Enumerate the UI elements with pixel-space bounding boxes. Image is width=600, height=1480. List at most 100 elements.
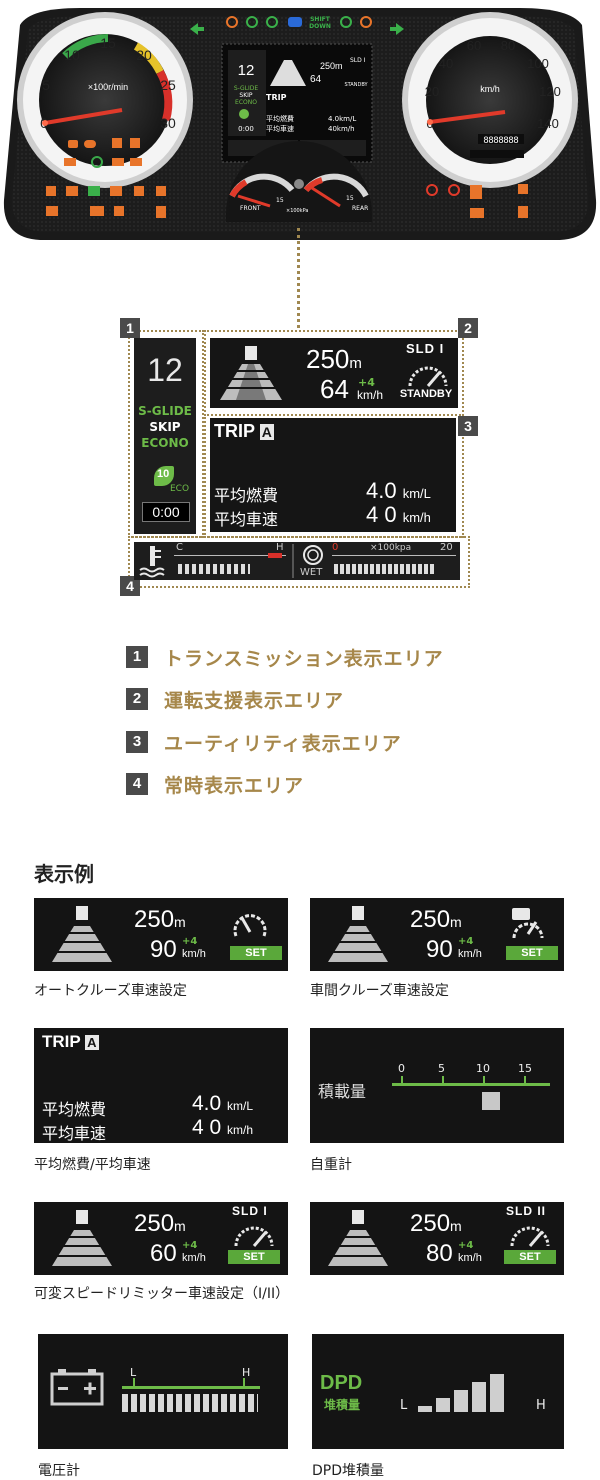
avg-fuel-unit: km/L (227, 1099, 254, 1113)
speed-number: 64 (320, 374, 349, 404)
speed-limiter-icon (408, 366, 448, 387)
svg-text:8888888: 8888888 (483, 135, 518, 145)
voltage-bar (122, 1394, 258, 1412)
standby-label: STANDBY (399, 388, 453, 400)
avg-fuel-number: 4.0 (366, 478, 397, 503)
vehicle-gap-icon (512, 908, 544, 939)
svg-text:REAR: REAR (352, 205, 368, 212)
load-tick-15: 15 (518, 1062, 532, 1075)
trip-letter: A (259, 424, 274, 440)
legend-badge: 4 (126, 773, 148, 795)
caption-acc-cruise: 車間クルーズ車速設定 (310, 983, 449, 999)
svg-text:平均燃費: 平均燃費 (266, 114, 294, 123)
caption-sld: 可変スピードリミッター車速設定（I/II） (34, 1286, 290, 1302)
temp-bar (178, 564, 250, 574)
legend-item-4: 4 常時表示エリア (126, 772, 305, 797)
load-tick-marks (401, 1076, 527, 1084)
svg-text:4.0km/L: 4.0km/L (328, 115, 356, 123)
svg-text:TRIP: TRIP (266, 93, 287, 102)
example-dpd: DPD 堆積量 L H (312, 1334, 564, 1449)
svg-text:40km/h: 40km/h (328, 125, 355, 133)
air-max-label: 20 (440, 542, 453, 553)
area-4-badge: 4 (120, 576, 140, 596)
mini-center-display: 12 S-GLIDE SKIP ECONO 0:00 250m 64 SLD I… (221, 43, 373, 163)
svg-text:STANDBY: STANDBY (344, 82, 368, 88)
svg-text:15: 15 (100, 35, 116, 51)
svg-text:×100r/min: ×100r/min (88, 82, 128, 92)
clock: 0:00 (142, 502, 190, 522)
speed-unit: km/h (182, 948, 206, 960)
legend-text: 常時表示エリア (164, 774, 305, 797)
speed-plus: +4 (182, 1240, 198, 1251)
distance-number: 250 (410, 906, 451, 933)
speed-limiter-icon (510, 1226, 550, 1247)
lane-road-icon (328, 1210, 388, 1266)
legend-badge: 2 (126, 688, 148, 710)
svg-text:km/h: km/h (480, 84, 500, 94)
trip-title: TRIP A (214, 421, 274, 442)
legend-badge: 3 (126, 731, 148, 753)
air-zero-label: 0 (332, 542, 339, 553)
svg-text:30: 30 (160, 115, 176, 131)
svg-text:40: 40 (439, 56, 453, 71)
voltage-l-label: L (130, 1366, 137, 1379)
transmission-display: 12 S-GLIDE SKIP ECONO 10 ECO 0:00 (134, 338, 196, 534)
svg-text:15: 15 (276, 197, 284, 204)
trip-label: TRIP (42, 1032, 81, 1051)
area-4-frame (128, 536, 470, 588)
set-indicator: SET (230, 946, 282, 960)
trip-title: TRIP A (42, 1032, 99, 1052)
avg-fuel-unit: km/L (402, 486, 431, 501)
trip-letter: A (85, 1035, 99, 1050)
distance-value: 250m (134, 906, 186, 934)
distance-number: 250 (134, 1210, 175, 1237)
svg-text:SHIFT: SHIFT (310, 16, 331, 23)
svg-text:×100kPa: ×100kPa (286, 208, 308, 214)
svg-text:S-GLIDE: S-GLIDE (234, 85, 259, 92)
avg-fuel-label: 平均燃費 (42, 1100, 107, 1119)
speed-unit: km/h (458, 1252, 482, 1264)
lane-road-icon (328, 906, 388, 962)
air-pressure-gauges: FRONT 15 ×100kPa 15 REAR (226, 141, 372, 222)
avg-fuel-number: 4.0 (192, 1092, 222, 1115)
caption-trip: 平均燃費/平均車速 (34, 1157, 151, 1173)
caption-dpd: DPD堆積量 (312, 1463, 385, 1479)
example-sld-1: 250m 60 +4 km/h SLD I SET (34, 1202, 288, 1275)
battery-icon (50, 1369, 104, 1406)
mode-econo: ECONO (141, 436, 189, 450)
set-indicator: SET (228, 1250, 280, 1264)
caption-auto-cruise: オートクルーズ車速設定 (34, 983, 187, 999)
speed-unit: km/h (357, 388, 384, 402)
svg-text:140: 140 (537, 116, 559, 131)
utility-display: TRIP A 平均燃費 4.0 km/L 平均車速 4 0 km/h (210, 418, 456, 532)
speed-plus: +4 (458, 936, 474, 947)
distance-value: 250m (306, 344, 362, 375)
examples-heading: 表示例 (34, 862, 94, 886)
speedometer-icon (233, 914, 267, 937)
connector-line (297, 228, 300, 328)
sld-label: SLD I (232, 1204, 268, 1218)
top-telltales: SHIFT DOWN (190, 16, 404, 35)
svg-text:64: 64 (310, 74, 322, 85)
set-speed-value: 64 (320, 374, 349, 405)
svg-text:ECONO: ECONO (235, 99, 257, 106)
svg-text:20: 20 (136, 47, 152, 63)
avg-speed-number: 4 0 (366, 502, 397, 527)
voltage-h-label: H (242, 1366, 251, 1379)
dpd-h-label: H (536, 1398, 546, 1413)
example-load-meter: 積載量 0 5 10 15 (310, 1028, 564, 1143)
example-sld-2: 250m 80 +4 km/h SLD II SET (310, 1202, 564, 1275)
svg-text:平均車速: 平均車速 (266, 124, 294, 133)
coolant-temp-icon (139, 546, 165, 578)
legend-text: トランスミッション表示エリア (164, 647, 444, 670)
avg-speed-value: 4 0 km/h (192, 1116, 253, 1140)
distance-unit: m (450, 1218, 462, 1234)
svg-text:15: 15 (346, 195, 354, 202)
example-auto-cruise: 250m 90 +4 km/h SET (34, 898, 288, 971)
avg-fuel-value: 4.0 km/L (366, 478, 431, 504)
mode-sglide: S-GLIDE (138, 404, 192, 418)
set-speed: 90 (426, 936, 453, 963)
dpd-bar-5 (490, 1374, 504, 1412)
distance-value: 250m (410, 1210, 462, 1238)
